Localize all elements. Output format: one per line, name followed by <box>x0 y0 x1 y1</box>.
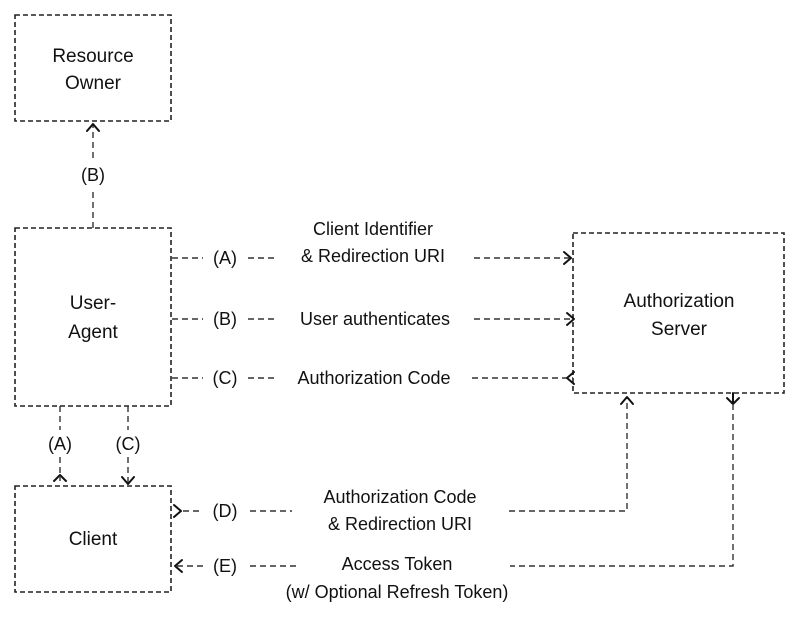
flow-c-vertical-letter: (C) <box>116 434 141 454</box>
resource-owner-label-line2: Owner <box>65 73 122 94</box>
flow-e-access-token: Access Token (w/ Optional Refresh Token)… <box>174 392 740 602</box>
authorization-server-label-line1: Authorization <box>624 291 735 312</box>
flow-b-user-authenticates: (B) User authenticates <box>172 309 575 329</box>
client-label: Client <box>69 529 118 550</box>
flow-b-letter: (B) <box>213 309 237 329</box>
arrowhead-right-icon <box>173 504 182 518</box>
flow-a-letter: (A) <box>213 248 237 268</box>
authorization-server-label-line2: Server <box>651 319 708 340</box>
flow-b-user-agent-to-resource-owner: (B) <box>81 123 105 228</box>
resource-owner-label-line1: Resource <box>52 46 133 67</box>
flow-b-vertical-letter: (B) <box>81 165 105 185</box>
user-agent-node: User- Agent <box>14 227 172 407</box>
flow-a-label-line1: Client Identifier <box>313 219 433 239</box>
flow-b-label: User authenticates <box>300 309 450 329</box>
user-agent-label-line1: User- <box>70 293 116 314</box>
authorization-server-node: Authorization Server <box>572 232 785 394</box>
arrowhead-left-icon <box>566 371 575 385</box>
flow-a-label-line2: & Redirection URI <box>301 246 445 266</box>
flow-e-label-line1: Access Token <box>342 554 453 574</box>
flow-d-label-line2: & Redirection URI <box>328 514 472 534</box>
arrowhead-up-icon <box>86 123 100 132</box>
flow-e-letter: (E) <box>213 556 237 576</box>
flow-c-vertical: (C) <box>116 406 141 485</box>
resource-owner-node: Resource Owner <box>14 14 172 122</box>
arrowhead-up-icon <box>620 396 634 405</box>
arrowhead-right-icon <box>566 312 575 326</box>
arrowhead-left-icon <box>174 559 183 573</box>
flow-c-letter: (C) <box>213 368 238 388</box>
flow-a-client-identifier: (A) Client Identifier & Redirection URI <box>172 219 572 268</box>
flow-a-vertical-letter: (A) <box>48 434 72 454</box>
arrowhead-up-icon <box>53 474 67 482</box>
flow-c-label: Authorization Code <box>297 368 450 388</box>
arrowhead-down-icon <box>121 476 135 485</box>
flow-d-label-line1: Authorization Code <box>323 487 476 507</box>
client-node: Client <box>14 485 172 593</box>
arrowhead-right-icon <box>563 251 572 265</box>
flow-e-label-line2: (w/ Optional Refresh Token) <box>286 582 509 602</box>
flow-d-letter: (D) <box>213 501 238 521</box>
flow-d-authorization-code: (D) Authorization Code & Redirection URI <box>173 396 634 534</box>
user-agent-label-line2: Agent <box>68 322 118 343</box>
flow-c-authorization-code: (C) Authorization Code <box>172 368 575 388</box>
flow-a-vertical: (A) <box>48 406 72 482</box>
